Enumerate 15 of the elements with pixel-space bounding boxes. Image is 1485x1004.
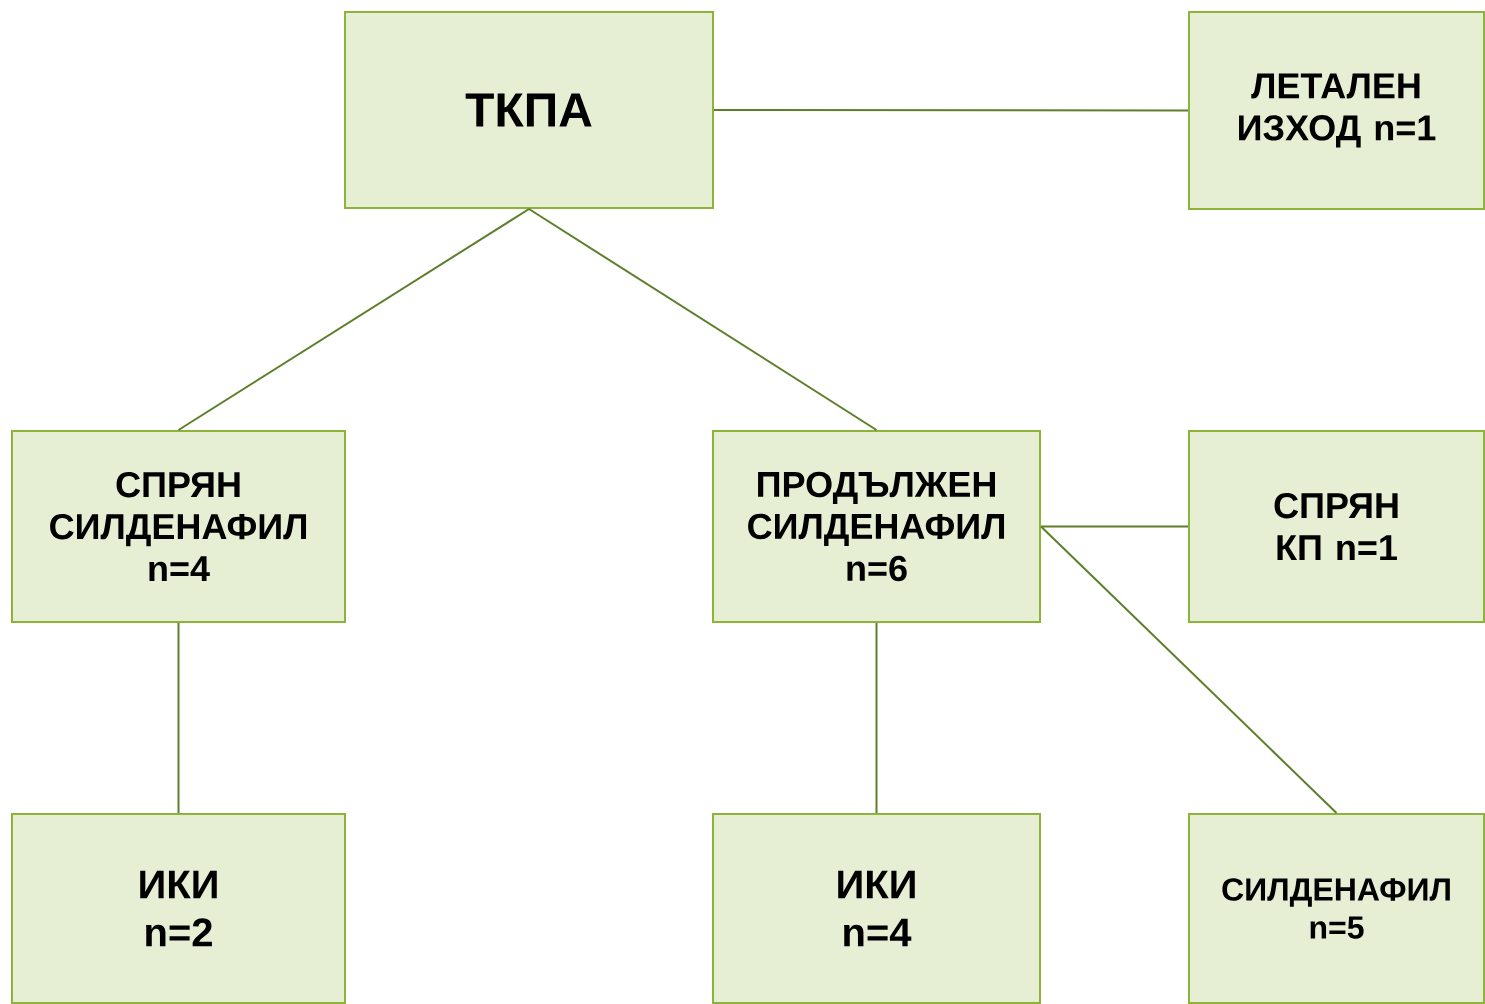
connector-line xyxy=(1040,525,1189,528)
connector-line xyxy=(177,622,180,814)
process-box: ИКИ n=2 xyxy=(11,813,346,1004)
process-box: СПРЯН СИЛДЕНАФИЛ n=4 xyxy=(11,430,346,623)
connector-line xyxy=(177,208,530,431)
process-box: СПРЯН КП n=1 xyxy=(1188,430,1485,623)
connector-line xyxy=(875,622,878,814)
connector-line xyxy=(528,208,878,431)
process-box: ЛЕТАЛЕН ИЗХОД n=1 xyxy=(1188,10,1485,210)
process-box: СИЛДЕНАФИЛ n=5 xyxy=(1188,813,1485,1004)
process-box: ИКИ n=4 xyxy=(712,813,1041,1004)
process-box: ТКПА xyxy=(344,10,714,209)
process-box: ПРОДЪЛЖЕН СИЛДЕНАФИЛ n=6 xyxy=(712,430,1041,623)
connector-line xyxy=(1040,525,1338,814)
connector-line xyxy=(713,109,1189,112)
